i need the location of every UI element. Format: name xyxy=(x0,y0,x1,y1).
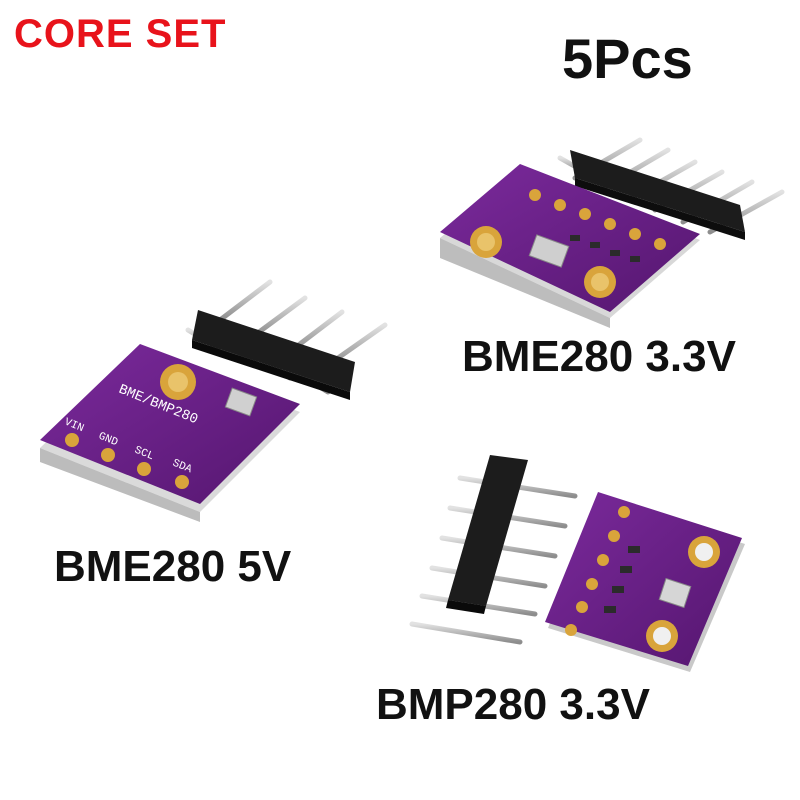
product-label-bme280-3v3: BME280 3.3V xyxy=(462,332,736,381)
product-label-bmp280-3v3: BMP280 3.3V xyxy=(376,680,650,729)
bmp280-3v3-module xyxy=(409,455,745,672)
brand-logo: CORE SET xyxy=(14,12,227,56)
bme280-3v3-module xyxy=(440,137,785,328)
quantity-label: 5Pcs xyxy=(562,27,693,90)
product-label-bme280-5v: BME280 5V xyxy=(54,542,292,591)
bme280-5v-module xyxy=(40,279,388,522)
